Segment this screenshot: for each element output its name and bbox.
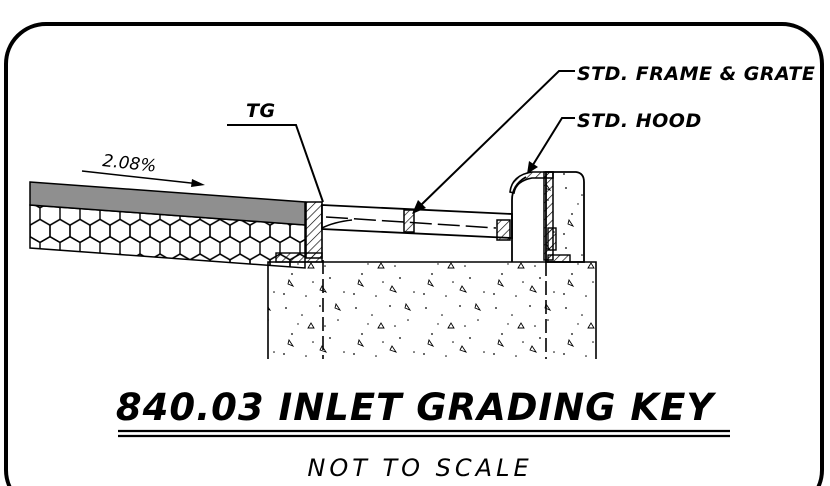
leader-frame-grate <box>419 70 575 207</box>
leader-hood-arrow <box>527 161 538 174</box>
leader-frame-grate-arrow <box>412 200 426 214</box>
leader-hood <box>530 117 575 169</box>
hood-anchor <box>547 227 557 251</box>
grate-center-bar <box>403 209 415 233</box>
frame-left <box>305 201 323 259</box>
concrete-base-outline <box>267 261 597 359</box>
slope-label: 2.08% <box>101 151 157 177</box>
grate-right-bar <box>496 219 511 241</box>
page-title: 840.03 INLET GRADING KEY <box>116 386 717 429</box>
frame-seat-right <box>547 254 571 263</box>
pavement-surface <box>29 181 306 226</box>
slope-arrow-line <box>81 170 201 185</box>
drawing-border <box>4 22 824 486</box>
callout-tg: TG <box>246 100 276 122</box>
frame-seat-left <box>275 252 323 263</box>
callout-hood: STD. HOOD <box>577 110 702 132</box>
leader-tg <box>227 124 324 203</box>
slope-arrowhead <box>191 179 205 187</box>
grate-lip <box>321 219 353 229</box>
page-subtitle: NOT TO SCALE <box>307 454 532 482</box>
callout-frame-grate: STD. FRAME & GRATE <box>577 63 815 85</box>
